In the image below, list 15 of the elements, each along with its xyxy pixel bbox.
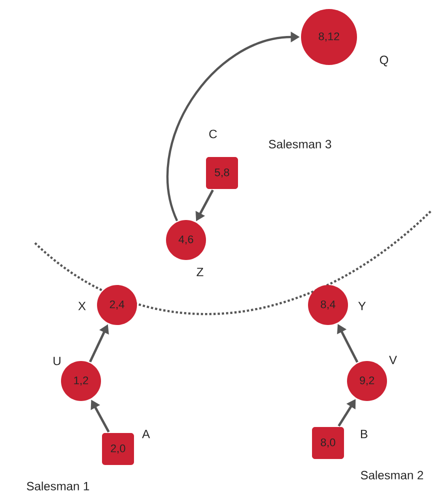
node-letter: A	[142, 430, 150, 438]
salesman-label: Salesman 1	[26, 482, 90, 490]
node-square: 5,8	[206, 157, 238, 189]
node-square: 2,0	[102, 433, 134, 465]
node-square: 8,0	[312, 427, 344, 459]
salesman-label: Salesman 2	[360, 470, 424, 480]
node-letter: C	[209, 130, 217, 138]
node-letter: Y	[358, 302, 366, 310]
node-letter: V	[389, 356, 397, 364]
node-letter: Q	[380, 56, 388, 66]
node-letter: Z	[196, 268, 204, 276]
node-letter: X	[78, 302, 86, 310]
salesman-label: Salesman 3	[268, 140, 332, 148]
node-letter: B	[361, 430, 368, 438]
node-letter: U	[54, 356, 60, 366]
